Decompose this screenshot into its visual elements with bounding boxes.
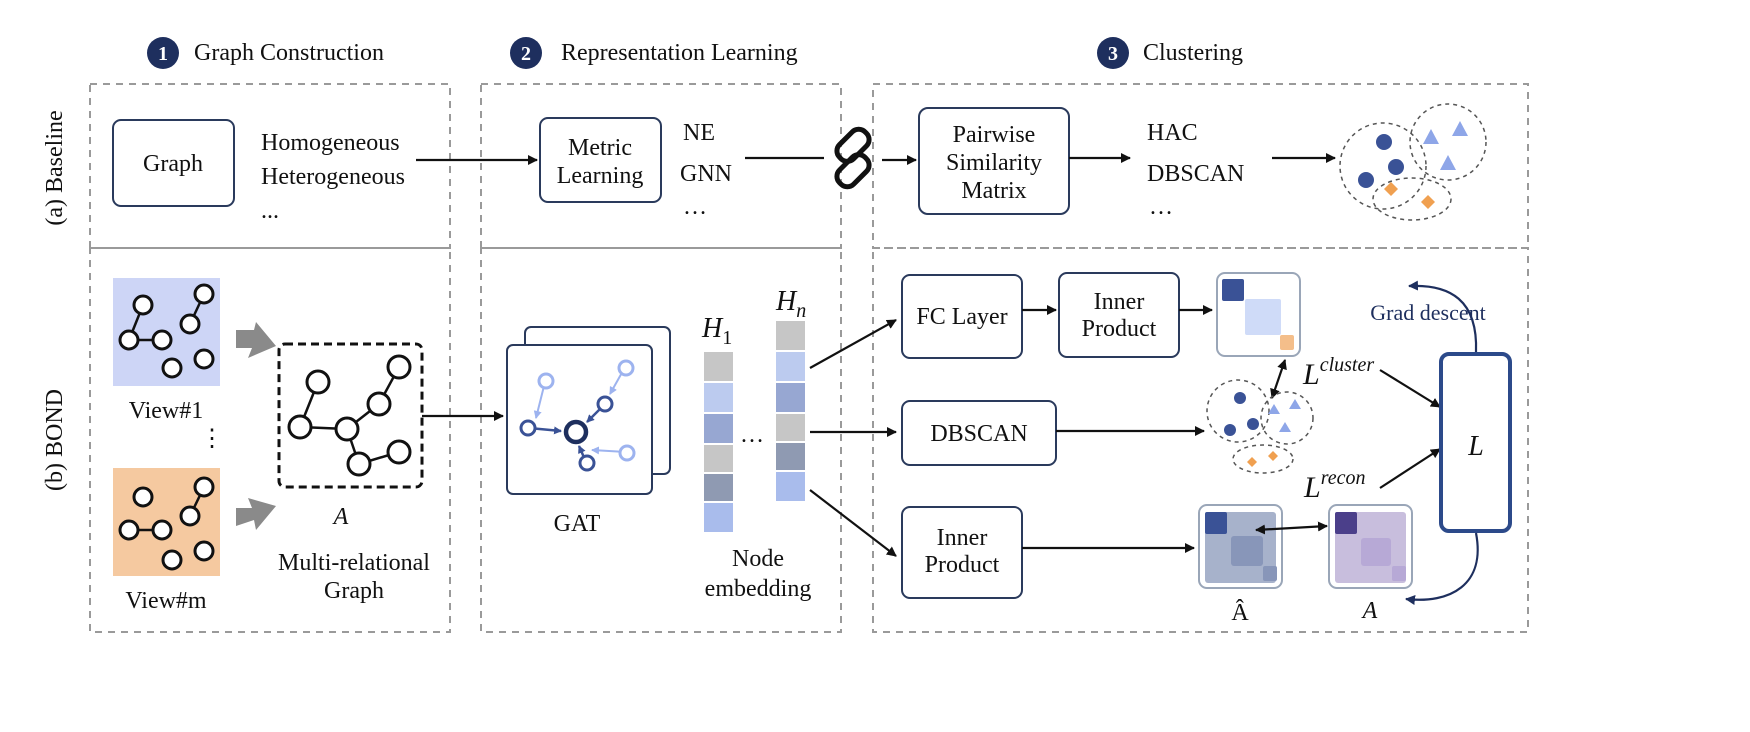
fc-layer-box	[901, 274, 1023, 359]
a-label: A	[1361, 598, 1378, 624]
fc-layer-label: FC Layer	[916, 304, 1007, 330]
dbscan-box	[901, 400, 1057, 466]
bond-cluster-result	[1206, 379, 1314, 474]
broken-link-icon	[834, 126, 872, 190]
metric-method-ellipsis: …	[683, 194, 707, 220]
metric-method-ne: NE	[683, 120, 715, 146]
multi-graph-label-1: Multi-relational	[278, 550, 430, 576]
stage-header-1: 1 Graph Construction	[147, 37, 384, 69]
cluster-method-dbscan: DBSCAN	[1147, 161, 1244, 187]
grad-descent-label: Grad descent	[1370, 300, 1485, 325]
similarity-matrix-box	[918, 107, 1070, 215]
loss-label: L	[1467, 431, 1484, 462]
view-dots: ⋮	[200, 426, 224, 452]
cluster-assignment-matrix	[1216, 272, 1301, 357]
stage-title: Clustering	[1143, 40, 1243, 66]
view-m-graph	[113, 468, 220, 576]
inner-product-top-box	[1058, 272, 1180, 358]
l-recon-label: Lrecon	[1303, 467, 1365, 504]
view-1-label: View#1	[129, 398, 204, 424]
inner-product-bottom-box	[901, 506, 1023, 599]
inner-product-bottom-label-2: Product	[925, 552, 1000, 578]
embedding-h1	[704, 352, 733, 532]
arrow-lrecon-link	[1255, 521, 1328, 535]
cluster-method-ellipsis: …	[1149, 194, 1173, 220]
graph-type-ellipsis: ...	[261, 198, 279, 224]
inner-product-bottom-label-1: Inner	[937, 525, 988, 551]
a-hat-label: Â	[1231, 600, 1249, 626]
gat-label: GAT	[554, 511, 601, 537]
row-label-bond: (b) BOND	[42, 389, 68, 491]
inner-product-top-label-1: Inner	[1094, 289, 1145, 315]
row-label-baseline: (a) Baseline	[42, 110, 68, 225]
baseline-cluster-result	[1339, 103, 1487, 221]
graph-type-heterogeneous: Heterogeneous	[261, 164, 405, 190]
arrow-lcluster-to-loss	[1379, 369, 1441, 408]
reconstructed-adjacency-matrix	[1198, 504, 1283, 589]
similarity-label-3: Matrix	[961, 178, 1026, 204]
metric-method-gnn: GNN	[680, 161, 732, 187]
stage-number: 2	[521, 43, 531, 65]
h1-label: H1	[701, 313, 732, 349]
grad-descent-arrow-bottom	[1405, 532, 1479, 605]
dbscan-label: DBSCAN	[930, 421, 1027, 447]
node-embedding-label-1: Node	[732, 546, 784, 572]
graph-box	[112, 119, 235, 207]
similarity-label-1: Pairwise	[953, 122, 1036, 148]
similarity-label-2: Similarity	[946, 150, 1042, 176]
view-m-label: View#m	[125, 588, 207, 614]
adjacency-matrix	[1328, 504, 1413, 589]
metric-learning-label-2: Learning	[557, 163, 644, 189]
arrow-embedding-to-fc	[809, 319, 897, 369]
stage-header-3: 3 Clustering	[1097, 37, 1243, 69]
multi-relational-graph	[277, 342, 424, 489]
stage-number: 1	[158, 43, 168, 65]
l-cluster-label: Lcluster	[1302, 354, 1374, 391]
inner-product-top-label-2: Product	[1082, 316, 1157, 342]
panel-bond-clustering	[872, 247, 1529, 633]
merge-arrow-icons	[236, 322, 276, 530]
stage-number-badge	[510, 37, 542, 69]
graph-type-homogeneous: Homogeneous	[261, 130, 400, 156]
arrow-embedding-to-inner-product	[809, 489, 897, 557]
arrow-lcluster-link	[1270, 359, 1287, 399]
metric-learning-box	[539, 117, 662, 203]
arrow-lrecon-to-loss	[1379, 448, 1441, 489]
panel-bond-representation	[480, 247, 842, 633]
embedding-ellipsis: …	[740, 422, 764, 448]
embedding-hn	[776, 321, 805, 501]
panel-bond-construction	[89, 247, 451, 633]
loss-box	[1439, 352, 1512, 533]
multi-graph-label-2: Graph	[324, 578, 384, 604]
adjacency-label: A	[332, 504, 349, 530]
stage-title: Representation Learning	[561, 40, 798, 66]
stage-number-badge	[147, 37, 179, 69]
stage-title: Graph Construction	[194, 40, 384, 66]
grad-descent-arrow-top	[1408, 280, 1478, 353]
gat-module	[506, 326, 671, 495]
metric-learning-label-1: Metric	[568, 135, 632, 161]
node-embedding-label-2: embedding	[705, 576, 812, 602]
stage-header-2: 2 Representation Learning	[510, 37, 798, 69]
cluster-method-hac: HAC	[1147, 120, 1198, 146]
stage-number-badge	[1097, 37, 1129, 69]
graph-box-label: Graph	[143, 151, 203, 177]
view-1-graph	[113, 278, 220, 386]
hn-label: Hn	[775, 286, 806, 322]
stage-number: 3	[1108, 43, 1118, 65]
panel-baseline-construction	[89, 83, 451, 249]
